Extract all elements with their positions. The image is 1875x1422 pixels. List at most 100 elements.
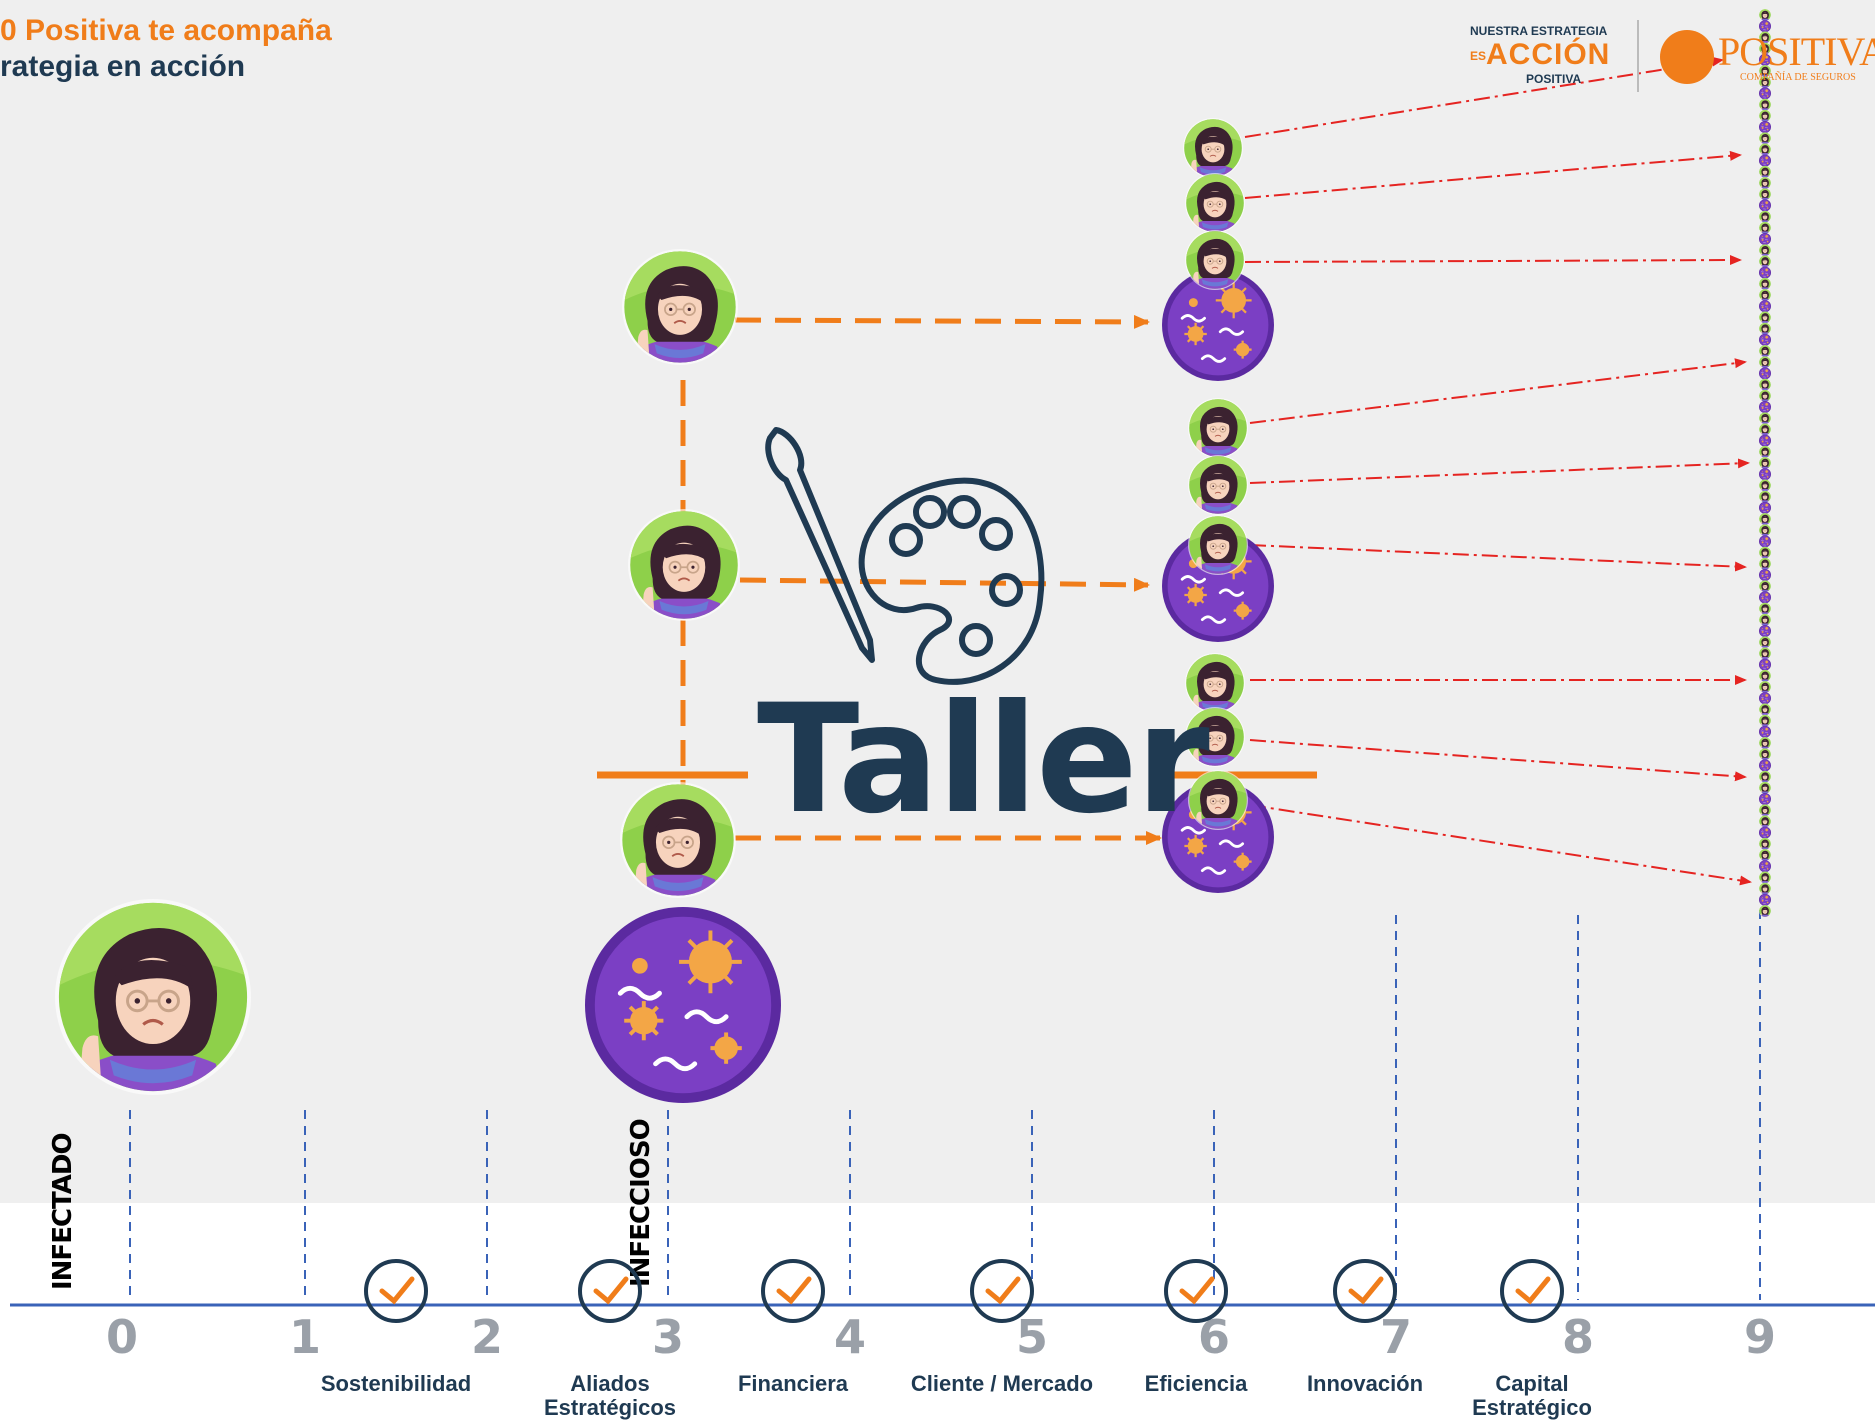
tiny-badge <box>1759 401 1771 413</box>
tiny-badge <box>1759 99 1771 111</box>
tiny-badge <box>1759 199 1771 212</box>
tiny-badge <box>1759 569 1771 581</box>
tiny-badge <box>1759 9 1771 21</box>
tiny-badge <box>1759 222 1771 234</box>
palette-shape <box>858 477 1045 685</box>
contact-avatar-5 <box>1188 455 1248 515</box>
tiny-badge <box>1759 636 1771 648</box>
palette-paint-well <box>889 523 923 557</box>
tiny-badge <box>1759 547 1771 559</box>
contact-avatar-3 <box>1185 230 1245 290</box>
speedometer-icon <box>1154 1245 1238 1329</box>
globe-plant-icon <box>354 1245 438 1329</box>
axis-tick-5: 5 <box>1015 1310 1048 1364</box>
tiny-badge <box>1759 658 1771 671</box>
bottom-band <box>0 1203 1875 1422</box>
spread-arrow-8 <box>1249 739 1747 782</box>
pillar-label-4: Cliente / Mercado <box>910 1371 1094 1396</box>
header-subtitle: rategia en acción <box>0 50 246 83</box>
tiny-badge <box>1759 446 1771 458</box>
tiny-badge <box>1759 670 1771 682</box>
tiny-badge <box>1759 491 1771 503</box>
pillar-label-5: Eficiencia <box>1144 1371 1248 1396</box>
tiny-badge <box>1759 233 1771 245</box>
axis-tick-1: 1 <box>288 1310 321 1364</box>
tiny-badge <box>1759 154 1771 167</box>
tiny-badge <box>1759 479 1771 491</box>
tiny-badge <box>1759 614 1771 626</box>
tiny-badge <box>1759 356 1771 368</box>
tiny-badge <box>1759 793 1771 805</box>
tiny-badge <box>1759 535 1771 548</box>
tiny-badge <box>1759 591 1771 604</box>
palette-paint-well <box>989 573 1023 607</box>
tiny-badge <box>1759 412 1771 424</box>
brand-subname: COMPAÑÍA DE SEGUROS <box>1740 72 1856 83</box>
tiny-badge <box>1759 513 1771 525</box>
workshop-avatar-1 <box>622 249 738 365</box>
tiny-badge <box>1759 771 1771 783</box>
axis-tick-9: 9 <box>1743 1310 1776 1364</box>
spread-arrow-6 <box>1249 544 1747 572</box>
brand-mark-icon <box>1660 30 1714 84</box>
workshop-arrow-2 <box>739 577 1150 592</box>
pillar-label-2: Aliados Estratégicos <box>543 1371 677 1420</box>
tiny-badge <box>1759 871 1771 883</box>
tiny-badge <box>1759 815 1771 827</box>
tiny-badge <box>1759 501 1771 514</box>
tiny-badge <box>1759 737 1771 749</box>
contact-avatar-6 <box>1188 515 1248 575</box>
tiny-badge <box>1759 692 1771 705</box>
tiny-badge <box>1759 860 1771 873</box>
growth-bars-icon <box>751 1245 835 1329</box>
tiny-badge <box>1759 905 1771 917</box>
tiny-badge <box>1759 468 1771 481</box>
tiny-badge <box>1759 759 1771 772</box>
tiny-badge <box>1759 782 1771 794</box>
tiny-badge <box>1759 311 1771 323</box>
spread-arrow-9 <box>1249 804 1752 886</box>
axis-tick-7: 7 <box>1379 1310 1412 1364</box>
tiny-badge <box>1759 244 1771 256</box>
customer-service-icon <box>960 1245 1044 1329</box>
workshop-avatar-2 <box>628 509 740 621</box>
tiny-badge <box>1759 558 1771 570</box>
axis-tick-0: 0 <box>105 1310 138 1364</box>
tiny-badge <box>1759 681 1771 693</box>
spread-arrow-2 <box>1244 150 1742 199</box>
pillar-label-1: Sostenibilidad <box>320 1371 472 1396</box>
tiny-badge <box>1759 300 1771 313</box>
infectious-virus-badge <box>585 907 781 1103</box>
tiny-badge <box>1759 457 1771 469</box>
contact-avatar-4 <box>1188 398 1248 458</box>
tiny-badge <box>1759 423 1771 435</box>
tiny-badge <box>1759 166 1771 178</box>
tiny-badge <box>1759 143 1771 155</box>
tiny-badge <box>1759 826 1771 839</box>
axis-tick-4: 4 <box>833 1310 866 1364</box>
logo-tag-es: ES <box>1470 49 1487 63</box>
tiny-badge <box>1759 333 1771 346</box>
tiny-badge <box>1759 255 1771 267</box>
spread-arrow-5 <box>1249 458 1750 484</box>
tiny-badge <box>1759 434 1771 447</box>
tiny-badge <box>1759 838 1771 850</box>
tiny-badge <box>1759 323 1771 335</box>
tiny-badge <box>1759 345 1771 357</box>
tiny-badge <box>1759 703 1771 715</box>
contact-avatar-2 <box>1185 173 1245 233</box>
tiny-badge <box>1759 278 1771 290</box>
tiny-badge <box>1759 647 1771 659</box>
tiny-badge <box>1759 211 1771 223</box>
tiny-badge <box>1759 804 1771 816</box>
palette-paint-well <box>979 517 1013 551</box>
spread-arrow-3 <box>1244 255 1742 266</box>
header-title: 0 Positiva te acompaña <box>0 14 332 47</box>
pillar-label-7: Capital Estratégico <box>1472 1371 1592 1420</box>
pillar-label-3: Financiera <box>737 1371 849 1396</box>
tiny-badge <box>1759 625 1771 637</box>
tiny-badge <box>1759 188 1771 200</box>
contact-avatar-1 <box>1183 118 1243 178</box>
